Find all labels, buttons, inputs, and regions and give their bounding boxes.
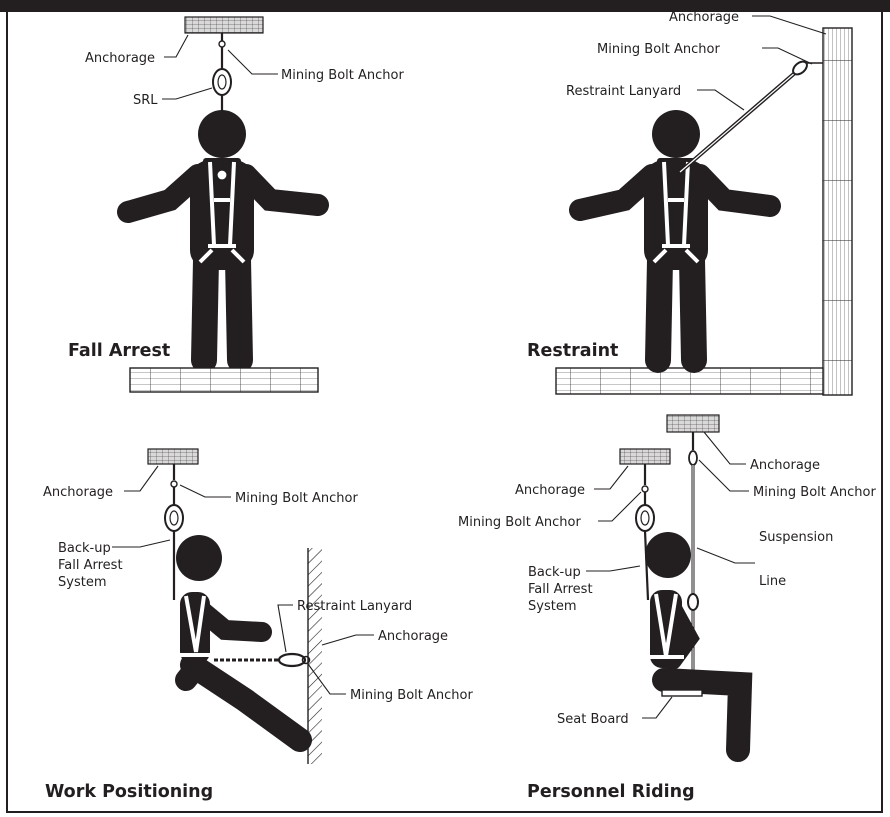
restraint-panel: Anchorage Mining Bolt Anchor Restraint L… <box>527 10 853 396</box>
label-mining-bolt-anchor-left: Mining Bolt Anchor <box>458 515 581 530</box>
ceiling-anchorage-block <box>184 16 264 34</box>
label-seat-board: Seat Board <box>557 712 629 727</box>
ceiling-anchorage-block-right <box>666 414 720 433</box>
worker-restraint <box>569 110 781 373</box>
label-anchorage-left: Anchorage <box>515 483 585 498</box>
leader-anchorage-top <box>124 465 159 492</box>
leader-restraint-lanyard <box>697 89 745 111</box>
label-anchorage: Anchorage <box>85 51 155 66</box>
ceiling-anchorage-block <box>147 448 199 465</box>
label-mining-bolt-anchor-right: Mining Bolt Anchor <box>753 485 876 500</box>
personnel-riding-panel: Anchorage Anchorage Mining Bolt Anchor M… <box>458 414 876 802</box>
top-bar <box>0 0 890 12</box>
label-mining-bolt-anchor-top: Mining Bolt Anchor <box>235 491 358 506</box>
leader-mining-bolt-anchor <box>762 47 813 65</box>
leader-anchorage-right <box>703 431 746 465</box>
leader-anchorage <box>752 15 827 35</box>
title-restraint: Restraint <box>527 341 618 361</box>
worker-work-positioning <box>175 535 312 752</box>
title-personnel-riding: Personnel Riding <box>527 782 695 802</box>
label-srl: SRL <box>133 93 158 108</box>
leader-srl <box>162 87 213 100</box>
label-backup-line3: System <box>528 599 576 614</box>
label-backup-line2: Fall Arrest <box>58 558 123 573</box>
work-positioning-panel: Anchorage Mining Bolt Anchor Back-up Fal… <box>43 448 473 802</box>
label-mining-bolt-anchor-wall: Mining Bolt Anchor <box>350 688 473 703</box>
wall-hatched <box>308 548 322 764</box>
leader-backup <box>112 539 171 548</box>
label-mining-bolt-anchor: Mining Bolt Anchor <box>281 68 404 83</box>
title-fall-arrest: Fall Arrest <box>68 341 170 361</box>
label-restraint-lanyard: Restraint Lanyard <box>566 84 681 99</box>
seat-board <box>661 689 703 697</box>
floor-platform <box>129 367 319 393</box>
leader-mining-bolt-anchor-right <box>698 459 749 492</box>
label-anchorage-top: Anchorage <box>43 485 113 500</box>
label-anchorage-right: Anchorage <box>750 458 820 473</box>
label-backup-line1: Back-up <box>528 565 581 580</box>
label-suspension-line2: Line <box>759 574 786 589</box>
positioning-lanyard <box>214 652 311 668</box>
leader-backup <box>586 565 641 572</box>
panel-border <box>6 12 883 813</box>
leader-anchorage-left <box>594 465 629 490</box>
leader-suspension <box>696 547 755 564</box>
wall-anchorage <box>822 27 853 396</box>
leader-restraint-lanyard <box>277 604 293 653</box>
floor-platform <box>555 367 824 395</box>
label-anchorage-wall: Anchorage <box>378 629 448 644</box>
label-backup-line1: Back-up <box>58 541 111 556</box>
backup-srl-device <box>164 464 184 600</box>
label-mining-bolt-anchor: Mining Bolt Anchor <box>597 42 720 57</box>
leader-anchorage-wall <box>321 634 374 646</box>
label-suspension-line1: Suspension <box>759 530 833 545</box>
label-backup-line3: System <box>58 575 106 590</box>
title-work-positioning: Work Positioning <box>45 782 213 802</box>
ceiling-anchorage-block-left <box>619 448 671 465</box>
fall-arrest-panel: Anchorage Mining Bolt Anchor SRL Fall Ar… <box>68 16 404 393</box>
worker-fall-arrest <box>117 110 329 373</box>
restraint-lanyard-line <box>678 60 823 174</box>
suspension-line <box>687 432 699 690</box>
label-backup-line2: Fall Arrest <box>528 582 593 597</box>
leader-seat-board <box>642 696 673 719</box>
label-restraint-lanyard: Restraint Lanyard <box>297 599 412 614</box>
backup-srl-device <box>635 464 655 601</box>
leader-anchorage <box>164 34 189 58</box>
leader-mining-bolt-anchor-wall <box>307 663 346 695</box>
worker-personnel-riding <box>645 532 753 762</box>
leader-mining-bolt-anchor <box>227 49 278 75</box>
leader-mining-bolt-anchor-left <box>598 491 642 522</box>
leader-mining-bolt-anchor-top <box>179 484 231 498</box>
label-anchorage: Anchorage <box>669 10 739 25</box>
